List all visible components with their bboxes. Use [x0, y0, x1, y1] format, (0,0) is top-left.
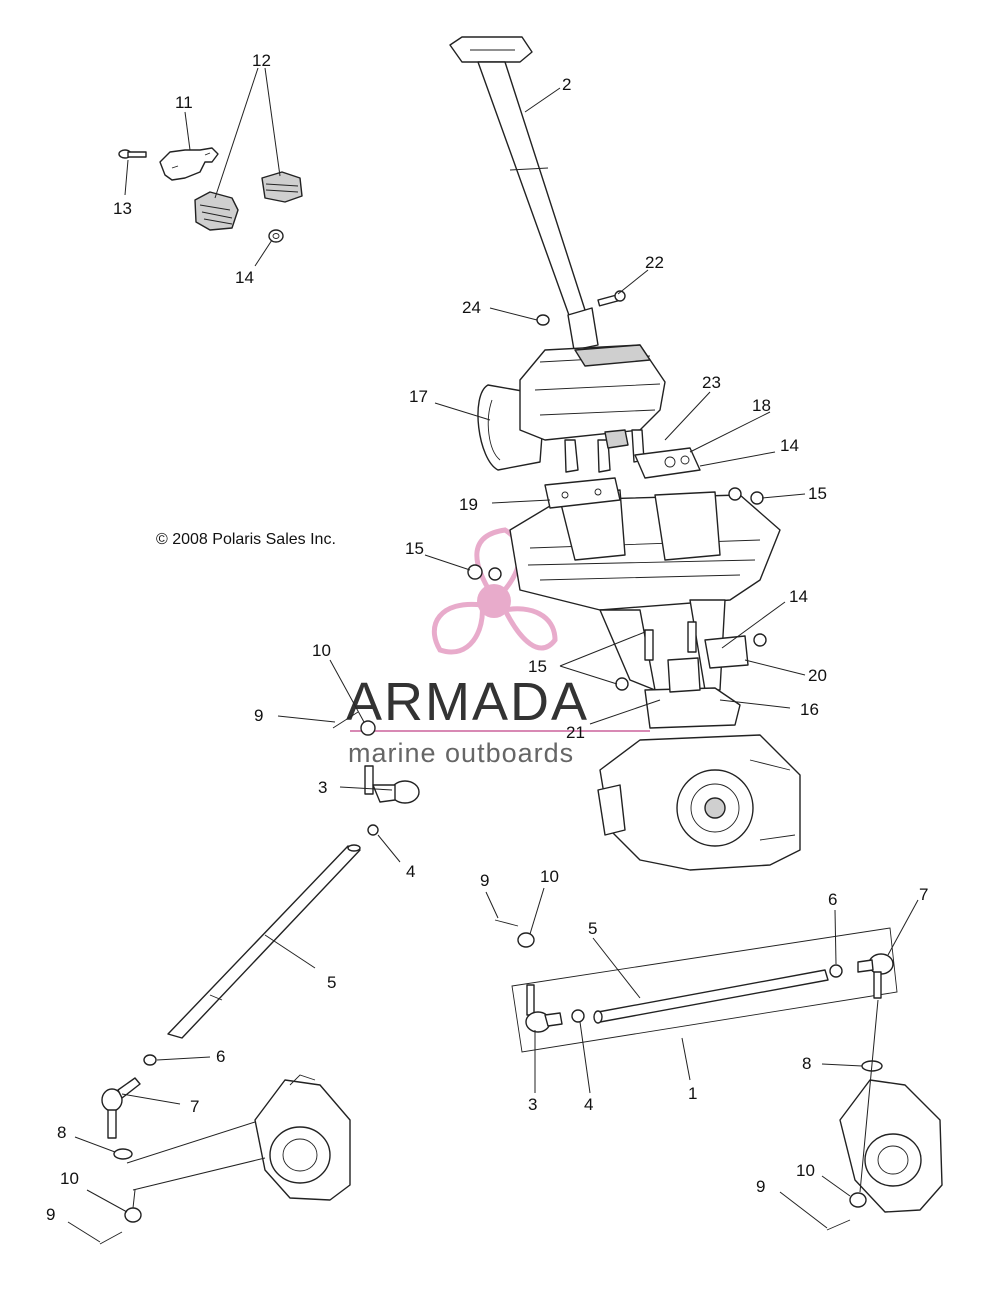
callout-17: 17	[409, 387, 428, 406]
tie-rod-kit-1	[511, 927, 898, 1053]
bracket-18	[634, 447, 701, 479]
callout-labels: 1 2 3 3 4 4 5 5 6 6 7 7 8 8 9 9 9 9 10 1…	[46, 51, 928, 1224]
front-differential	[597, 734, 801, 871]
callout-6-left: 6	[216, 1047, 225, 1066]
callout-19: 19	[459, 495, 478, 514]
jam-nut-4-right	[571, 1009, 585, 1023]
bracket-clamp-11	[159, 147, 219, 181]
cotter-pin-9-right-lower	[826, 1219, 851, 1231]
cotter-pin-9-upper-left	[332, 711, 359, 729]
castle-nut-10-lower-left	[124, 1207, 142, 1223]
callout-24: 24	[462, 298, 481, 317]
callout-15-left: 15	[405, 539, 424, 558]
callout-20: 20	[808, 666, 827, 685]
callout-22: 22	[645, 253, 664, 272]
callout-15-lower: 15	[528, 657, 547, 676]
knuckle-right	[839, 1079, 943, 1213]
tie-rod-end-7-right	[857, 953, 894, 999]
bushing-12-left	[194, 191, 239, 231]
steering-column-2	[449, 36, 599, 351]
copyright-text: © 2008 Polaris Sales Inc.	[156, 531, 336, 548]
watermark-subtitle: marine outboards	[348, 738, 574, 768]
callout-9-right-upper: 9	[480, 871, 489, 890]
callout-9-right-lower: 9	[756, 1177, 765, 1196]
callout-7-right: 7	[919, 885, 928, 904]
callout-5-left: 5	[327, 973, 336, 992]
callout-8-right: 8	[802, 1054, 811, 1073]
leader-lines	[67, 67, 919, 1243]
callout-5-right: 5	[588, 919, 597, 938]
callout-2: 2	[562, 75, 571, 94]
nut-24	[536, 314, 550, 326]
nut-14-topleft	[268, 229, 284, 243]
callout-10-right-upper: 10	[540, 867, 559, 886]
knuckle-left	[254, 1074, 351, 1201]
bolts-15	[467, 487, 767, 691]
jam-nut-4-left	[367, 824, 379, 836]
callout-4-left: 4	[406, 862, 415, 881]
callout-10-upper-left: 10	[312, 641, 331, 660]
callout-14-topleft: 14	[235, 268, 254, 287]
armada-logo-watermark: ARMADA marine outboards	[346, 527, 650, 768]
washer-8-left	[113, 1148, 133, 1160]
callout-9-upper-left: 9	[254, 706, 263, 725]
callout-6-right: 6	[828, 890, 837, 909]
bushing-12-right	[261, 171, 303, 203]
eps-unit-17	[477, 344, 666, 473]
bolt-13	[118, 149, 147, 159]
callout-16: 16	[800, 700, 819, 719]
callout-14-frame-upper: 14	[780, 436, 799, 455]
bracket-19	[544, 477, 621, 509]
callout-3-right: 3	[528, 1095, 537, 1114]
callout-10-lower-left: 10	[60, 1169, 79, 1188]
bracket-16	[644, 657, 741, 729]
bracket-20	[704, 635, 749, 669]
watermark-title: ARMADA	[346, 672, 589, 732]
callout-11: 11	[175, 93, 193, 112]
callout-7-left: 7	[190, 1097, 199, 1116]
jam-nut-6-left	[143, 1054, 157, 1066]
cotter-pin-9-lower-left	[99, 1231, 123, 1245]
cotter-pin-9-right-upper	[494, 919, 519, 927]
tie-rod-5-left	[167, 844, 361, 1039]
callout-13: 13	[113, 199, 132, 218]
tie-rod-end-3-right	[525, 984, 563, 1033]
castle-nut-10-upper-left	[360, 720, 376, 736]
callout-3-left: 3	[318, 778, 327, 797]
tie-rod-5-right	[593, 969, 829, 1024]
callout-10-right-lower: 10	[796, 1161, 815, 1180]
callout-1: 1	[688, 1084, 697, 1103]
castle-nut-10-right-lower	[849, 1192, 867, 1208]
jam-nut-6-right	[829, 964, 843, 978]
callout-23: 23	[702, 373, 721, 392]
callout-4-right: 4	[584, 1095, 593, 1114]
callout-18: 18	[752, 396, 771, 415]
castle-nut-10-right-upper	[517, 932, 535, 948]
callout-9-lower-left: 9	[46, 1205, 55, 1224]
frame-crossmember	[509, 489, 781, 691]
tie-rod-end-7-left	[101, 1077, 141, 1139]
bolt-22	[597, 290, 626, 307]
propeller-icon	[431, 527, 558, 655]
callout-14-frame-lower: 14	[789, 587, 808, 606]
callout-15-right: 15	[808, 484, 827, 503]
tie-rod-end-3-left	[364, 765, 420, 804]
callout-21: 21	[566, 723, 585, 742]
callout-12: 12	[252, 51, 271, 70]
callout-8-left: 8	[57, 1123, 66, 1142]
